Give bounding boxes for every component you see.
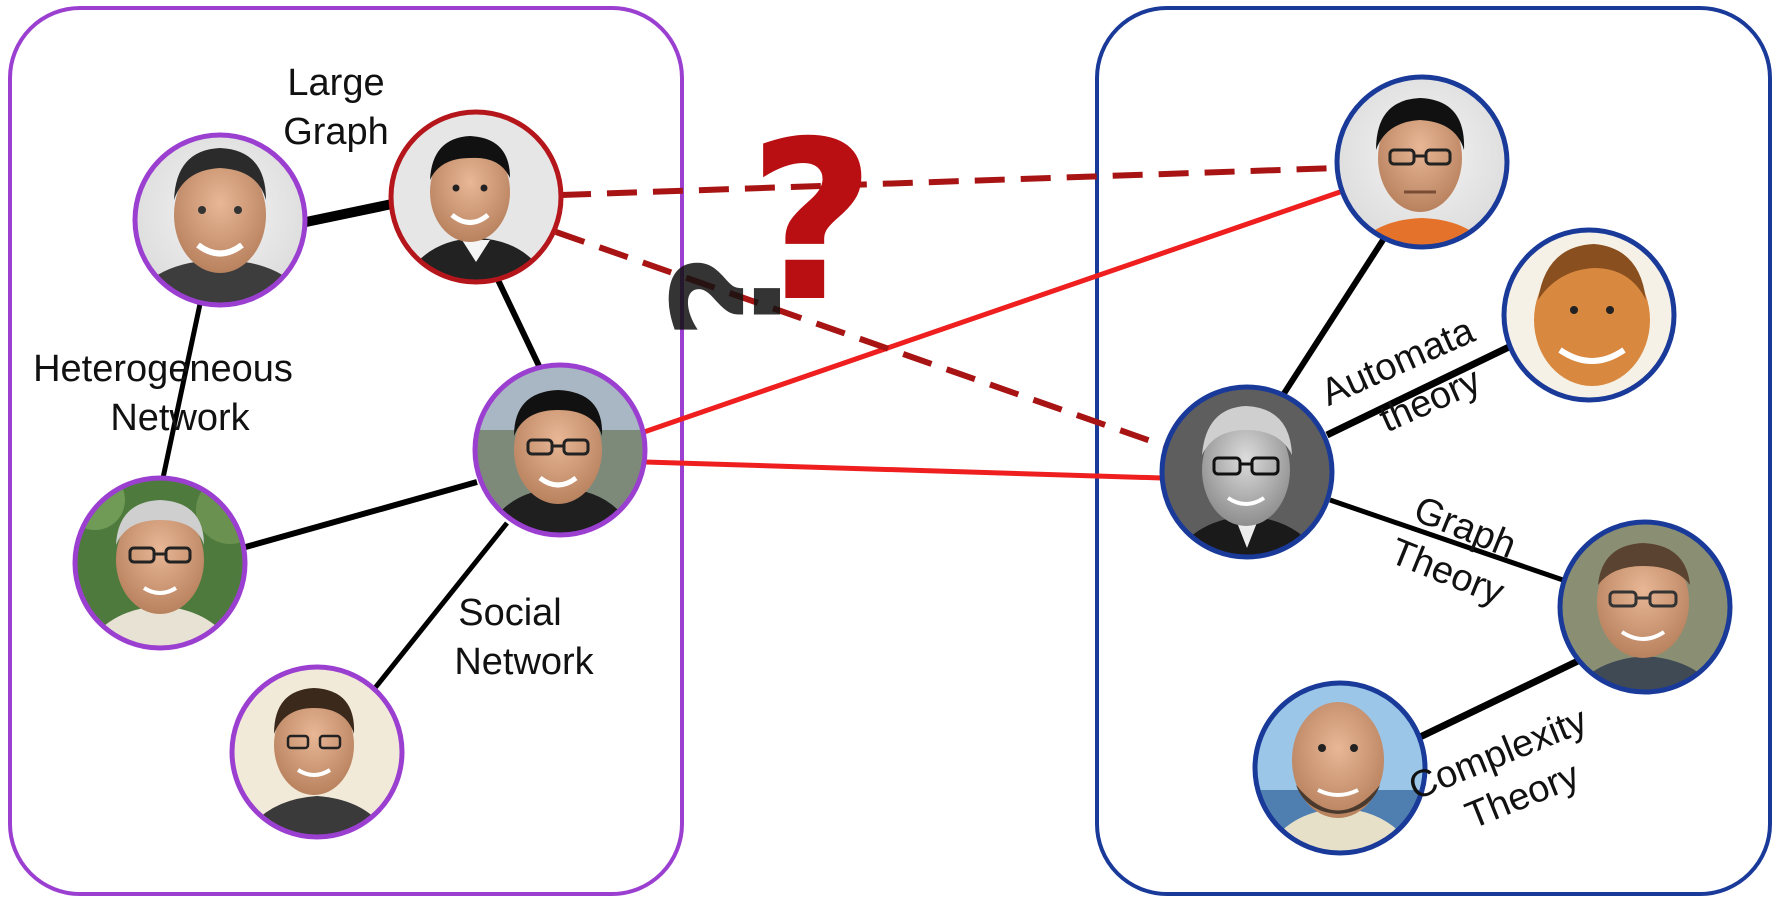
edge-p4-p3	[241, 479, 478, 551]
label-large-graph-line1: Large	[287, 62, 384, 104]
label-large-graph-line2: Graph	[283, 111, 389, 153]
label-heterogeneous-network-line2: Network	[110, 397, 250, 439]
expert-node-e4[interactable]	[1555, 517, 1735, 700]
edge-e4-e5	[1416, 656, 1582, 742]
label-heterogeneous-network-line1: Heterogeneous	[33, 348, 293, 390]
question-mark-group: ? ?	[642, 94, 876, 350]
expert-node-e2[interactable]	[1499, 225, 1679, 405]
edge-e3-e4	[1329, 497, 1564, 583]
researcher-photo-p3	[472, 362, 648, 538]
researcher-photo-p1	[132, 132, 308, 308]
edge-p1-p4	[160, 303, 203, 479]
left-network-frame	[8, 6, 684, 896]
label-graph-theory: Graph Theory	[1384, 488, 1522, 613]
label-complexity-theory: Complexity Theory	[1403, 699, 1593, 837]
expert-photo-e2	[1501, 227, 1677, 403]
edge-p3-p5	[373, 521, 509, 690]
edge-e1-e3	[1280, 238, 1386, 397]
researcher-photo-p4	[72, 475, 248, 651]
edge-p1-p2	[304, 199, 394, 227]
researcher-node-p3[interactable]	[470, 360, 650, 545]
edge-p2-p3	[495, 278, 543, 370]
researcher-node-p5[interactable]	[227, 662, 407, 845]
label-automata-theory: Automata theory	[1315, 310, 1487, 441]
researcher-node-p2-query[interactable]	[386, 107, 566, 290]
expert-photo-e4	[1557, 519, 1733, 695]
question-mark-shadow: ?	[642, 253, 816, 340]
question-mark-icon: ?	[748, 94, 876, 350]
right-network-frame	[1095, 6, 1772, 896]
researcher-node-p4[interactable]	[65, 470, 264, 660]
researcher-node-p1[interactable]	[130, 130, 310, 340]
expert-node-e3[interactable]	[1157, 382, 1337, 565]
edge-e3-e2	[1325, 342, 1513, 439]
expert-node-e1[interactable]	[1332, 72, 1512, 255]
cross-link-p3-e3	[644, 459, 1163, 481]
predicted-link-p2-e3	[555, 229, 1166, 449]
researcher-photo-p2	[388, 109, 564, 285]
expert-photo-e1	[1334, 74, 1510, 250]
predicted-link-p2-e1	[560, 165, 1338, 198]
label-social-network-line2: Network	[454, 641, 594, 683]
researcher-photo-p5	[229, 664, 405, 840]
label-social-network-line1: Social	[458, 592, 562, 634]
expert-photo-e5	[1252, 680, 1428, 856]
cross-link-p3-e1	[643, 189, 1341, 435]
expert-photo-e3	[1159, 384, 1335, 560]
